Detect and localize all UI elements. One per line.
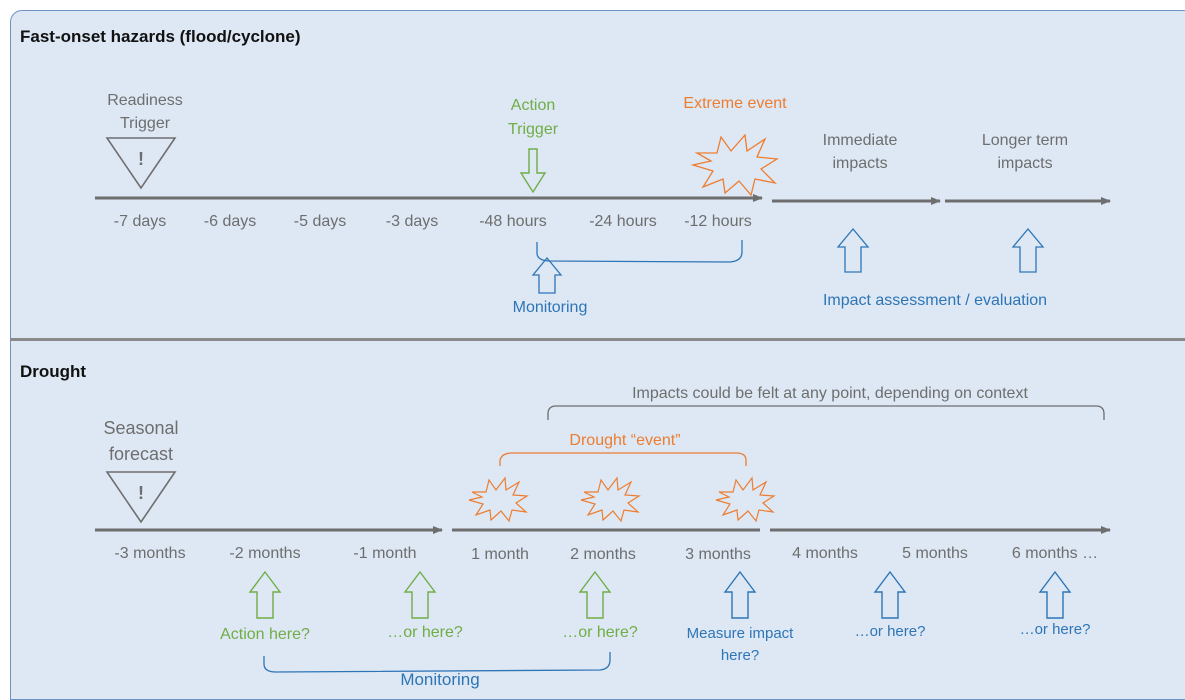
- fast-tick-label: -48 hours: [479, 213, 547, 230]
- action-trigger-down-arrow-icon: [519, 148, 547, 194]
- drought-starburst-2-icon: [580, 476, 641, 523]
- fast-tick-label: -3 days: [385, 213, 439, 230]
- or-here-2-up-arrow-icon: [578, 570, 612, 619]
- fast-onset-panel: [10, 10, 1185, 340]
- action-trigger-label-line2: Trigger: [507, 121, 559, 138]
- drought-starburst-3-icon: [715, 476, 776, 523]
- or-here-label-2: …or here?: [562, 624, 638, 641]
- fast-monitoring-brace: [536, 240, 743, 263]
- immediate-impacts-up-arrow-icon: [836, 227, 870, 273]
- extreme-event-starburst-icon: [690, 133, 779, 197]
- action-here-label: Action here?: [220, 626, 310, 643]
- drought-tick-label: -1 month: [353, 545, 417, 562]
- readiness-warning-mark: !: [138, 149, 144, 169]
- fast-monitoring-label: Monitoring: [512, 299, 588, 316]
- readiness-trigger-label-line1: Readiness: [107, 92, 183, 109]
- impact-assessment-label: Impact assessment / evaluation: [822, 292, 1048, 309]
- section-divider: [10, 338, 1185, 341]
- drought-event-label: Drought “event”: [569, 432, 681, 449]
- drought-tick-label: 6 months …: [1011, 545, 1099, 562]
- or-here-label-4: …or here?: [1019, 621, 1091, 638]
- or-here-label-1: …or here?: [387, 624, 463, 641]
- impacts-note-label: Impacts could be felt at any point, depe…: [632, 385, 1028, 402]
- longer-term-impacts-line2: impacts: [997, 155, 1053, 172]
- fast-tick-label: -5 days: [293, 213, 347, 230]
- fast-monitoring-up-arrow-icon: [531, 256, 563, 294]
- fast-tick-label: -12 hours: [684, 213, 752, 230]
- measure-impact-up-arrow-icon: [723, 570, 757, 619]
- fast-tick-label: -7 days: [113, 213, 167, 230]
- drought-tick-label: 2 months: [570, 546, 636, 563]
- drought-tick-label: 3 months: [685, 546, 751, 563]
- or-here-4-up-arrow-icon: [1038, 570, 1072, 619]
- drought-monitoring-label: Monitoring: [400, 670, 480, 689]
- drought-panel: [10, 340, 1185, 700]
- fast-onset-title: Fast-onset hazards (flood/cyclone): [20, 27, 301, 46]
- drought-monitoring-brace: [263, 652, 611, 673]
- longer-term-impacts-line1: Longer term: [981, 132, 1069, 149]
- measure-impact-line1: Measure impact: [686, 625, 794, 642]
- measure-impact-line2: here?: [720, 647, 760, 664]
- seasonal-forecast-line2: forecast: [108, 444, 174, 464]
- seasonal-warning-mark: !: [138, 483, 144, 503]
- drought-tick-label: -3 months: [114, 545, 186, 562]
- immediate-impacts-line2: impacts: [832, 155, 888, 172]
- action-trigger-label-line1: Action: [510, 97, 556, 114]
- fast-tick-label: -6 days: [203, 213, 257, 230]
- seasonal-forecast-triangle-icon: [105, 471, 177, 524]
- fast-tick-label: -24 hours: [589, 213, 657, 230]
- drought-event-bracket: [499, 452, 747, 466]
- extreme-event-label: Extreme event: [683, 95, 787, 112]
- longer-term-up-arrow-icon: [1011, 227, 1045, 273]
- immediate-impacts-line1: Immediate: [822, 132, 898, 149]
- drought-tick-label: 4 months: [792, 545, 858, 562]
- seasonal-forecast-line1: Seasonal: [103, 418, 179, 438]
- or-here-label-3: …or here?: [854, 623, 926, 640]
- readiness-trigger-label-line2: Trigger: [119, 115, 171, 132]
- drought-title: Drought: [20, 362, 87, 381]
- impacts-bracket: [547, 405, 1105, 420]
- or-here-3-up-arrow-icon: [873, 570, 907, 619]
- drought-starburst-1-icon: [468, 476, 529, 523]
- action-here-up-arrow-icon: [248, 570, 282, 619]
- drought-tick-label: -2 months: [229, 545, 301, 562]
- drought-tick-label: 5 months: [902, 545, 968, 562]
- readiness-triangle-icon: [105, 137, 177, 190]
- drought-tick-label: 1 month: [471, 546, 529, 563]
- or-here-1-up-arrow-icon: [403, 570, 437, 619]
